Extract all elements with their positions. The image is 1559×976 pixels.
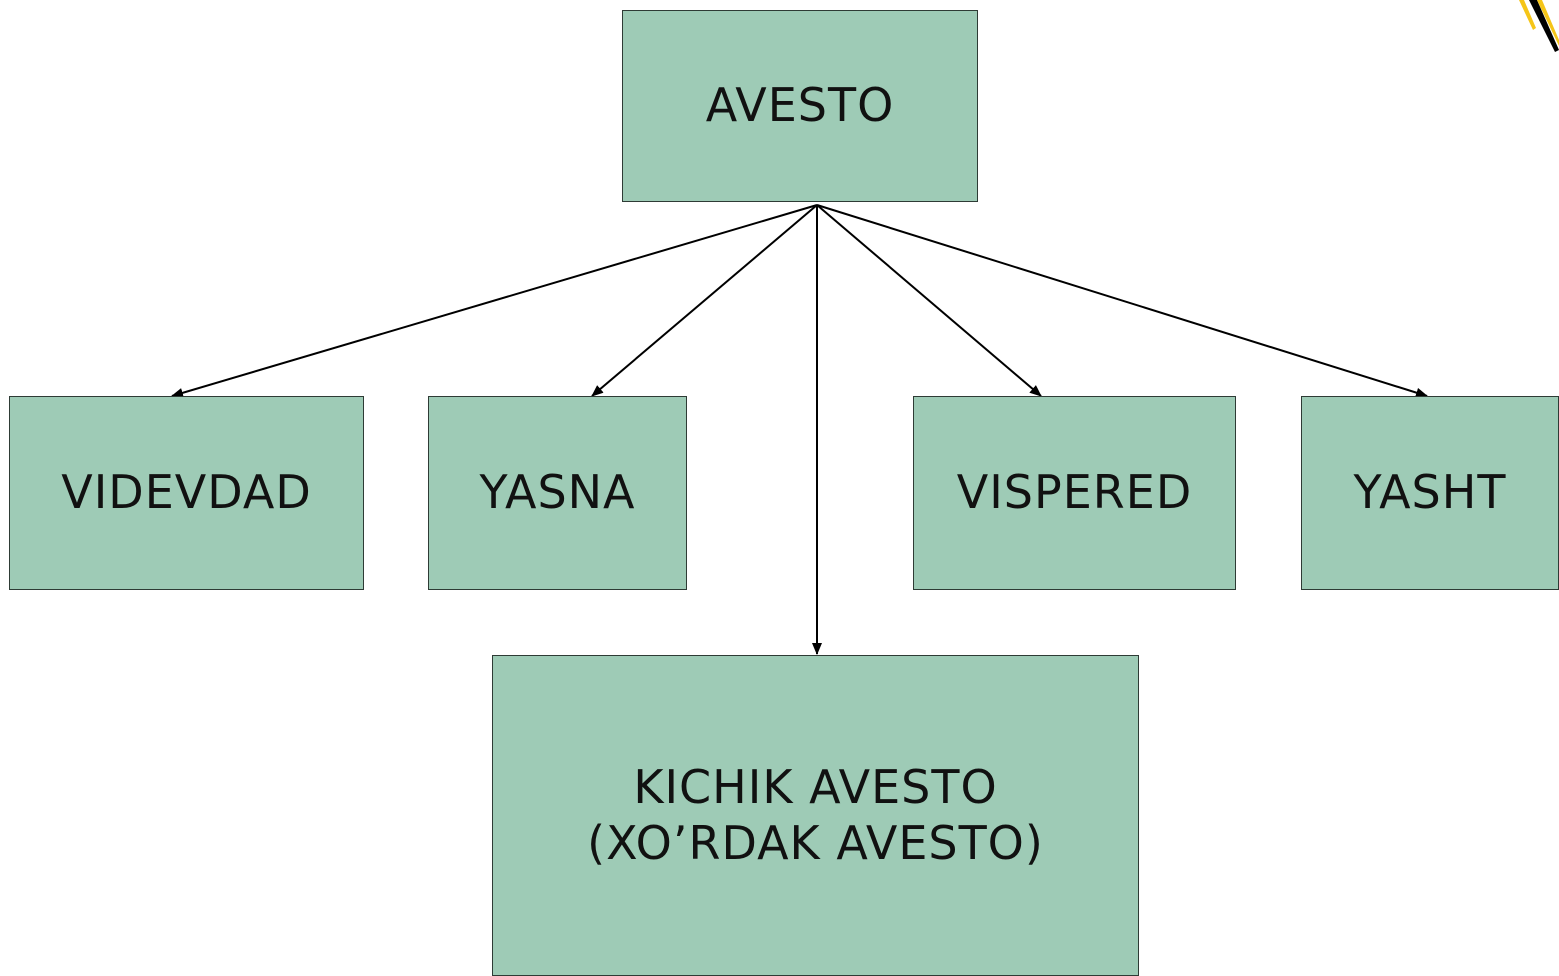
arrow-avesto-to-videvdad [171,204,818,398]
node-vispered: VISPERED [913,396,1236,590]
arrow-avesto-to-yasna [591,204,818,397]
node-avesto: AVESTO [622,10,978,202]
node-yasna-label: YASNA [479,465,636,520]
corner-decoration-icon [1519,0,1559,52]
node-kichik-avesto: KICHIK AVESTO (XO’RDAK AVESTO) [492,655,1139,976]
node-vispered-label: VISPERED [956,465,1193,520]
node-yasht: YASHT [1301,396,1559,590]
node-avesto-label: AVESTO [705,78,895,133]
node-videvdad-label: VIDEVDAD [61,465,312,520]
node-kichik-avesto-label: KICHIK AVESTO (XO’RDAK AVESTO) [587,760,1044,870]
arrow-avesto-to-vispered [816,204,1042,397]
node-videvdad: VIDEVDAD [9,396,364,590]
node-yasht-label: YASHT [1353,465,1507,520]
node-yasna: YASNA [428,396,687,590]
arrow-avesto-to-yasht [816,204,1428,398]
